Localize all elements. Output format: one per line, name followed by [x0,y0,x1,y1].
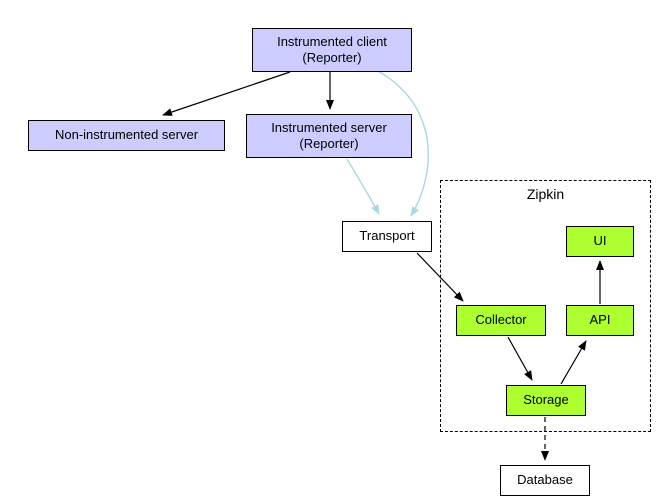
node-storage: Storage [506,385,586,416]
node-transport: Transport [342,221,432,252]
node-instrumented-server: Instrumented server (Reporter) [246,114,412,158]
node-api: API [566,305,634,336]
node-ui: UI [566,226,634,257]
edge-collector-to-storage [507,336,533,381]
node-non-instrumented-server: Non-instrumented server [28,120,225,151]
node-instrumented-client: Instrumented client (Reporter) [252,28,412,72]
zipkin-cluster-label: Zipkin [526,186,565,202]
node-database: Database [500,465,590,496]
edge-client-to-transport [377,70,429,217]
edge-client-to-noninstrumented-server [162,71,291,116]
edge-server-to-transport [346,158,380,215]
node-collector: Collector [456,305,546,336]
zipkin-cluster [440,180,651,432]
edge-storage-to-api [560,340,587,385]
